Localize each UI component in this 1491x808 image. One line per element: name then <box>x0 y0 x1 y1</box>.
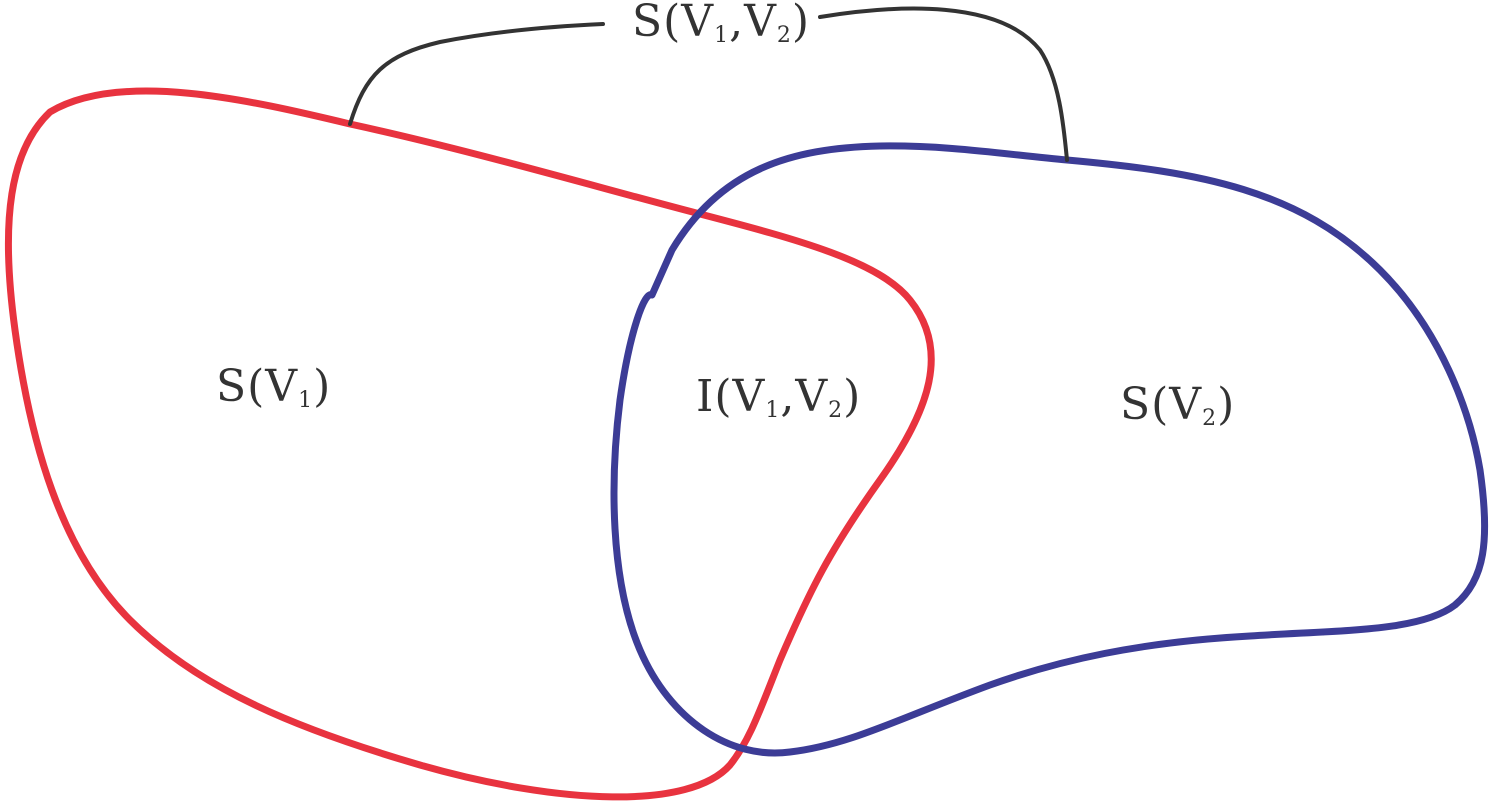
label-s-v2: S(V2) <box>1120 383 1235 430</box>
label-s-v1-close: ) <box>313 361 332 412</box>
label-union: S(V1,V2) <box>632 0 811 47</box>
set-v1-outline <box>4 87 935 801</box>
label-intersection: I(V1,V2) <box>696 375 861 422</box>
label-i-sub1: 1 <box>765 398 781 423</box>
union-connector-left <box>348 22 605 126</box>
label-u-sub2: 2 <box>776 23 792 48</box>
label-u-mid: ,V <box>729 0 777 47</box>
label-i-base: I(V <box>696 371 766 422</box>
label-s-v2-base: S(V <box>1120 379 1203 430</box>
label-i-mid: ,V <box>780 371 829 422</box>
label-u-sub1: 1 <box>714 23 730 48</box>
label-s-v2-close: ) <box>1217 379 1236 430</box>
label-u-base: S(V <box>632 0 715 47</box>
label-s-v1: S(V1) <box>216 365 331 412</box>
label-i-sub2: 2 <box>828 398 844 423</box>
label-s-v2-sub1: 2 <box>1202 406 1218 431</box>
union-connector-right <box>818 6 1069 162</box>
set-v2-outline <box>610 142 1489 757</box>
label-u-close: ) <box>791 0 811 47</box>
label-i-close: ) <box>843 371 862 422</box>
label-s-v1-base: S(V <box>216 361 299 412</box>
label-s-v1-sub1: 1 <box>298 388 314 413</box>
